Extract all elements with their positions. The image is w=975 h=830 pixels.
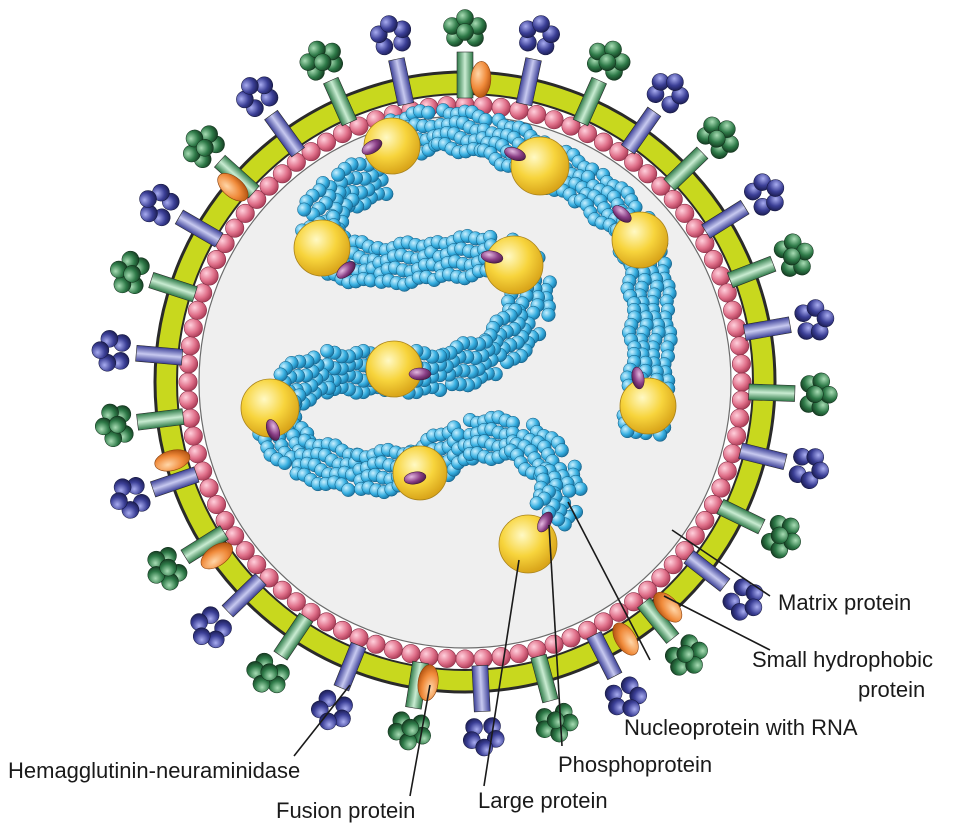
nucleoprotein-bead (331, 168, 345, 182)
label-matrix-protein: Matrix protein (778, 590, 911, 615)
matrix-protein-bead (207, 250, 225, 268)
label-small-hydrophobic: Small hydrophobic (752, 647, 933, 672)
matrix-protein-bead (184, 319, 202, 337)
matrix-protein-bead (317, 133, 335, 151)
matrix-protein-bead (723, 301, 741, 319)
large-protein (485, 236, 543, 294)
nucleoprotein-bead (297, 203, 311, 217)
label-fusion-protein: Fusion protein (276, 798, 415, 823)
nucleoprotein-bead (530, 497, 544, 511)
phosphoprotein (409, 368, 431, 380)
matrix-protein-bead (179, 391, 197, 409)
matrix-protein-bead (712, 267, 730, 285)
label-phosphoprotein: Phosphoprotein (558, 752, 712, 777)
matrix-protein-bead (184, 427, 202, 445)
nucleoprotein-bead (342, 483, 356, 497)
matrix-protein-bead (438, 649, 456, 667)
large-protein (511, 137, 569, 195)
matrix-protein-bead (492, 647, 510, 665)
matrix-protein-bead (510, 644, 528, 662)
matrix-protein-bead (732, 355, 750, 373)
matrix-protein-bead (384, 640, 402, 658)
label-nucleoprotein: Nucleoprotein with RNA (624, 715, 858, 740)
matrix-protein-bead (727, 319, 745, 337)
matrix-protein-bead (718, 462, 736, 480)
label-large-protein: Large protein (478, 788, 608, 813)
matrix-protein-bead (333, 124, 351, 142)
matrix-protein-bead (733, 373, 751, 391)
matrix-protein-bead (200, 267, 218, 285)
matrix-protein-bead (704, 250, 722, 268)
matrix-protein-bead (527, 105, 545, 123)
matrix-protein-bead (730, 409, 748, 427)
matrix-protein-bead (188, 301, 206, 319)
matrix-protein-bead (402, 644, 420, 662)
matrix-protein-bead (545, 111, 563, 129)
matrix-protein-bead (456, 650, 474, 668)
matrix-protein-bead (179, 373, 197, 391)
matrix-protein-bead (562, 629, 580, 647)
matrix-protein-bead (207, 495, 225, 513)
nucleoprotein-bead (278, 456, 292, 470)
matrix-protein-bead (594, 613, 612, 631)
matrix-protein-bead (545, 635, 563, 653)
nucleoprotein-bead (542, 308, 556, 322)
matrix-protein-bead (732, 391, 750, 409)
label-small-hydrophobic-2: protein (858, 677, 925, 702)
matrix-protein-bead (200, 479, 218, 497)
matrix-protein-bead (712, 479, 730, 497)
nucleoprotein-bead (555, 444, 569, 458)
nucleoprotein-bead (320, 344, 334, 358)
matrix-protein-bead (578, 124, 596, 142)
matrix-protein-bead (367, 635, 385, 653)
matrix-protein-bead (727, 427, 745, 445)
large-protein (620, 378, 676, 434)
matrix-protein-bead (723, 444, 741, 462)
nucleoprotein-bead (422, 106, 436, 120)
matrix-protein-bead (188, 444, 206, 462)
nucleoprotein-bead (562, 484, 576, 498)
matrix-protein-bead (474, 649, 492, 667)
matrix-protein-bead (181, 337, 199, 355)
matrix-protein-bead (333, 621, 351, 639)
label-hemagglutinin: Hemagglutinin-neuraminidase (8, 758, 300, 783)
